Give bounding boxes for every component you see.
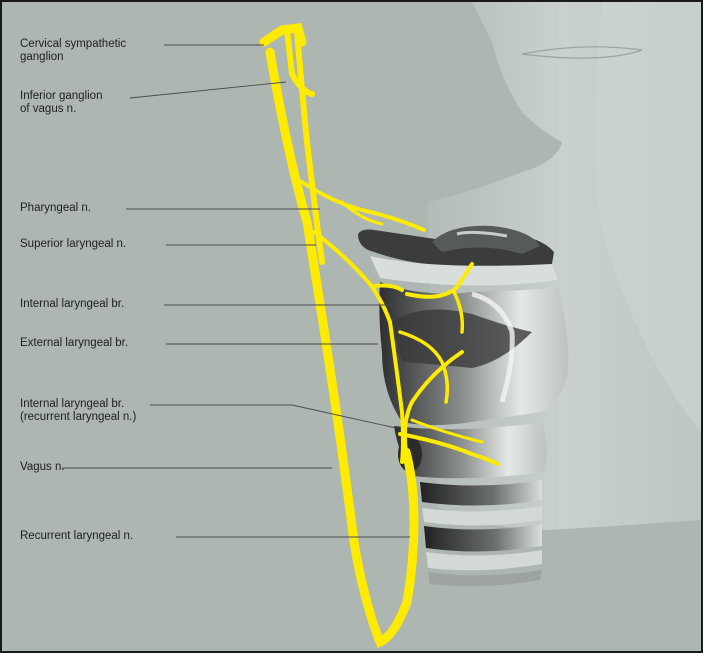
label-external-laryngeal-branch: External laryngeal br. [20, 337, 128, 350]
label-cervical-sympathetic-ganglion: Cervical sympathetic ganglion [20, 38, 126, 64]
label-vagus-nerve: Vagus n. [20, 461, 65, 474]
label-pharyngeal-nerve: Pharyngeal n. [20, 202, 91, 215]
leader-lines [62, 45, 410, 537]
label-recurrent-laryngeal-nerve: Recurrent laryngeal n. [20, 530, 133, 543]
pharyngeal-nerve [302, 182, 424, 230]
label-superior-laryngeal-nerve: Superior laryngeal n. [20, 238, 126, 251]
label-inferior-ganglion-vagus: Inferior ganglion of vagus n. [20, 90, 102, 116]
label-internal-laryngeal-branch: Internal laryngeal br. [20, 298, 124, 311]
trachea [420, 480, 542, 586]
label-internal-laryngeal-recurrent: Internal laryngeal br. (recurrent laryng… [20, 398, 136, 424]
